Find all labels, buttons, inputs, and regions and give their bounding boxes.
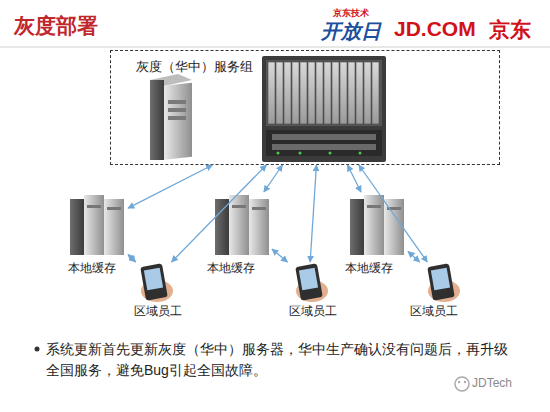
cache-server [350, 195, 404, 255]
logo-text: JD.COM [394, 17, 476, 41]
tower-server [150, 74, 192, 160]
link-arrow [408, 252, 420, 262]
link-arrow [272, 249, 287, 262]
watermark-icon [455, 377, 469, 391]
link-arrow [310, 165, 316, 262]
phone-in-hand [295, 263, 328, 302]
node-label: 本地缓存 [207, 260, 255, 277]
logo-text: 京东技术 [333, 7, 369, 20]
cache-node: 本地缓存 [204, 192, 272, 278]
blade-server [262, 56, 386, 162]
group-label: 灰度（华中）服务组 [136, 58, 253, 76]
bullet [35, 347, 40, 352]
watermark: JDTech [472, 376, 512, 390]
link-arrow [348, 165, 362, 192]
cache-node: 本地缓存 [60, 192, 128, 278]
node-label: 本地缓存 [68, 260, 116, 277]
node-label: 区域员工 [134, 303, 182, 320]
header-rule [0, 47, 550, 48]
staff-node: 区域员工 [128, 262, 188, 320]
cache-server [70, 195, 124, 255]
phone-in-hand [140, 263, 173, 302]
node-label: 区域员工 [289, 303, 337, 320]
staff-node: 区域员工 [412, 262, 472, 320]
link-arrow [359, 165, 427, 262]
link-arrow [128, 165, 212, 208]
slide-title: 灰度部署 [14, 12, 98, 40]
link-arrow [128, 254, 136, 262]
staff-node: 区域员工 [283, 262, 343, 320]
link-arrow [264, 165, 282, 192]
node-label: 区域员工 [410, 303, 458, 320]
node-label: 本地缓存 [345, 260, 393, 277]
server-group: 灰度（华中）服务组 [110, 50, 500, 165]
phone-in-hand [427, 263, 460, 302]
cache-node: 本地缓存 [340, 192, 408, 278]
bullet-note: 系统更新首先更新灰度（华中）服务器，华中生产确认没有问题后，再升级全国服务，避免… [46, 339, 514, 381]
cache-server [215, 195, 269, 255]
logo-text: 开放日 [321, 18, 381, 45]
logo-text: 京东 [489, 16, 531, 44]
link-arrow [172, 165, 267, 262]
